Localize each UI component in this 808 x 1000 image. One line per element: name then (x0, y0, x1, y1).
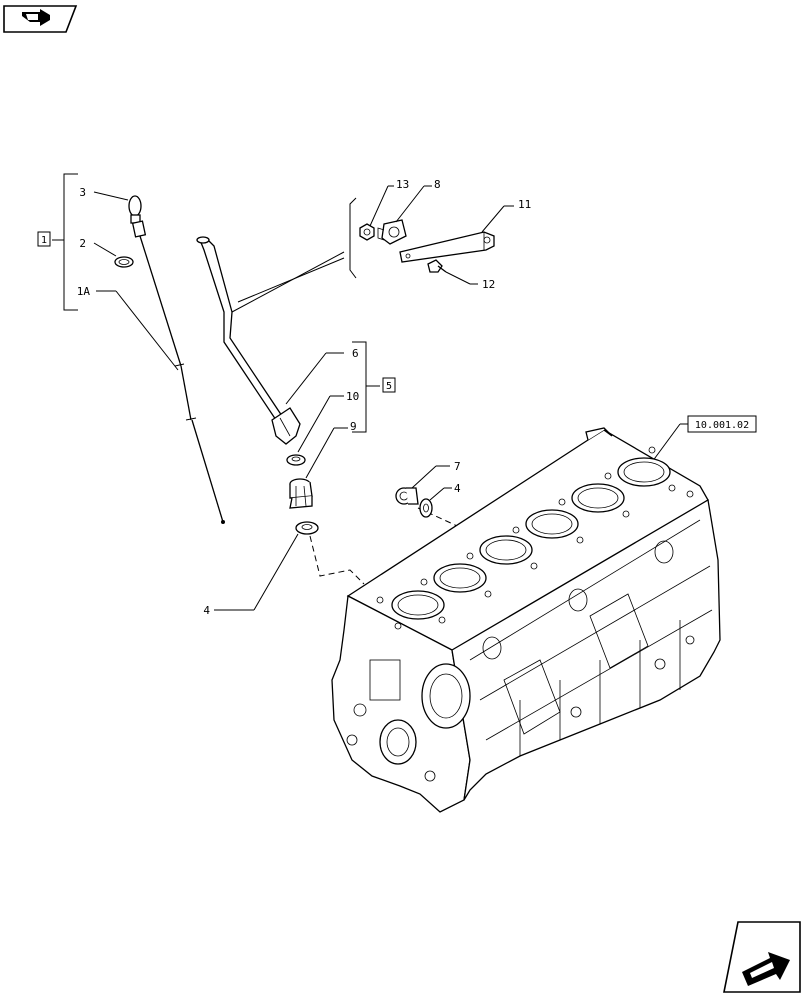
callout-7[interactable]: 7 (454, 460, 461, 473)
dipstick-group-bracket: 1 (37, 173, 78, 311)
callout-10[interactable]: 10 (346, 390, 359, 403)
plug-7[interactable] (395, 487, 419, 505)
nut-13[interactable] (359, 223, 375, 241)
arrow-forward-icon (742, 952, 790, 986)
dipstick-tube[interactable] (196, 236, 301, 445)
callout-3[interactable]: 3 (79, 186, 86, 199)
reference-link-10-001-02[interactable]: 10.001.02 (687, 415, 757, 433)
svg-text:10.001.02[interactable]: 10.001.02 (695, 420, 749, 431)
group-marker-5: 5 (386, 381, 392, 392)
callout-12[interactable]: 12 (482, 278, 495, 291)
callout-13[interactable]: 13 (396, 178, 409, 191)
nav-back-button[interactable] (3, 5, 78, 33)
group-marker-1: 1 (41, 235, 47, 246)
callout-4-bottom[interactable]: 4 (203, 604, 210, 617)
assembly-path-dipstick (309, 535, 365, 585)
sealing-washer-4[interactable] (295, 521, 319, 535)
adapter-fitting-9[interactable] (289, 478, 313, 509)
callout-9[interactable]: 9 (350, 420, 357, 433)
nav-forward-button[interactable] (723, 921, 801, 993)
callout-11[interactable]: 11 (518, 198, 531, 211)
bolt-12[interactable] (427, 259, 447, 273)
callout-1A[interactable]: 1A (77, 285, 91, 298)
engine-block (331, 427, 721, 813)
bracket-group-brace (349, 197, 357, 279)
arrow-back-icon (22, 9, 50, 26)
strap-11[interactable] (399, 231, 495, 263)
sealing-washer-10[interactable] (286, 454, 306, 466)
o-ring-2[interactable] (114, 256, 134, 268)
callout-4-right[interactable]: 4 (454, 482, 461, 495)
clamp-8[interactable] (377, 219, 407, 245)
fitting-group-bracket: 5 (352, 341, 396, 433)
callout-2[interactable]: 2 (79, 237, 86, 250)
callout-6[interactable]: 6 (352, 347, 359, 360)
dipstick[interactable] (128, 195, 225, 524)
callout-8[interactable]: 8 (434, 178, 441, 191)
sealing-washer-4-right[interactable] (419, 498, 433, 518)
